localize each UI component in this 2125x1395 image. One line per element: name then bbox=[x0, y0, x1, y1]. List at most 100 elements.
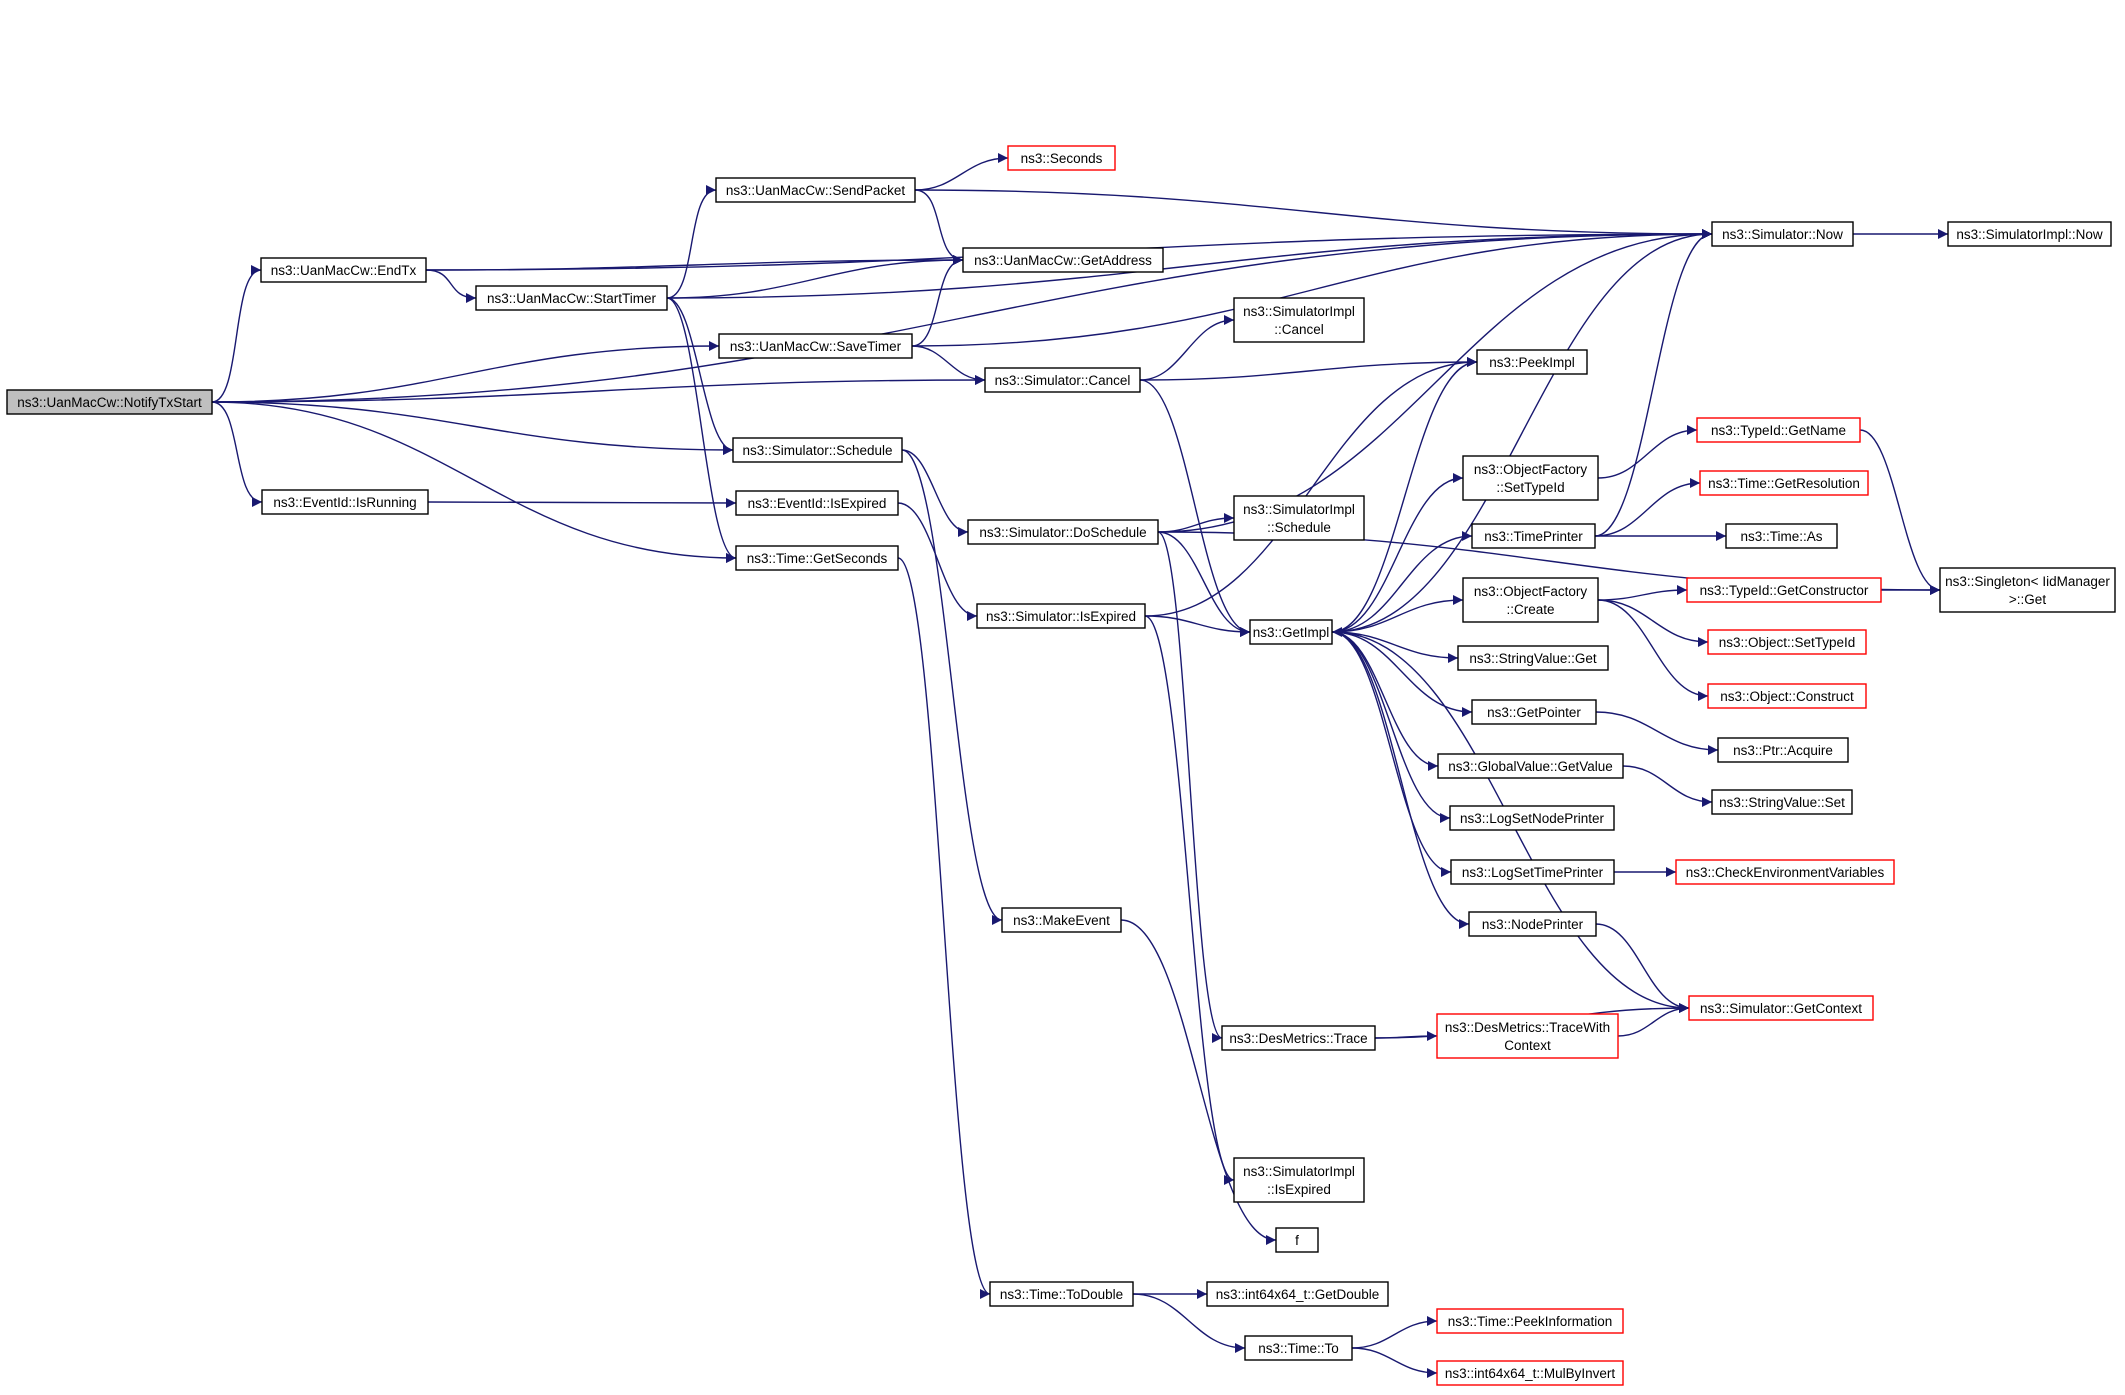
node-ofcreate[interactable]: ns3::ObjectFactory::Create bbox=[1462, 577, 1599, 623]
node-todouble[interactable]: ns3::Time::ToDouble bbox=[989, 1281, 1134, 1307]
edge-gvgetvalue-to-strset bbox=[1622, 765, 1713, 807]
node-label: ns3::Singleton< IidManager bbox=[1945, 574, 2110, 589]
node-isrunning[interactable]: ns3::EventId::IsRunning bbox=[261, 489, 429, 515]
edge-path bbox=[911, 229, 1713, 347]
node-label: ns3::Seconds bbox=[1021, 151, 1103, 166]
node-box bbox=[1939, 567, 2116, 613]
node-box bbox=[1468, 911, 1597, 937]
node-getpointer[interactable]: ns3::GetPointer bbox=[1471, 699, 1597, 725]
node-strset[interactable]: ns3::StringValue::Set bbox=[1711, 789, 1853, 815]
edge-timeprinter-to-simnow bbox=[1594, 229, 1713, 537]
node-logsettime[interactable]: ns3::LogSetTimePrinter bbox=[1450, 859, 1615, 885]
node-getseconds[interactable]: ns3::Time::GetSeconds bbox=[735, 545, 899, 571]
node-f[interactable]: f bbox=[1275, 1227, 1319, 1253]
edge-path bbox=[1331, 531, 1473, 633]
node-nodeprinter[interactable]: ns3::NodePrinter bbox=[1468, 911, 1597, 937]
edge-path bbox=[211, 401, 737, 563]
node-simnow[interactable]: ns3::Simulator::Now bbox=[1711, 221, 1854, 247]
node-sendpacket[interactable]: ns3::UanMacCw::SendPacket bbox=[715, 177, 916, 203]
node-box bbox=[1436, 1308, 1624, 1334]
node-box bbox=[1686, 577, 1882, 603]
edge-path bbox=[914, 189, 1713, 239]
node-label: ns3::UanMacCw::EndTx bbox=[271, 263, 417, 278]
node-peekimpl[interactable]: ns3::PeekImpl bbox=[1476, 349, 1588, 375]
node-starttimer[interactable]: ns3::UanMacCw::StartTimer bbox=[475, 285, 668, 311]
node-objsettypeid[interactable]: ns3::Object::SetTypeId bbox=[1707, 629, 1867, 655]
node-mulbyinvert[interactable]: ns3::int64x64_t::MulByInvert bbox=[1436, 1360, 1624, 1386]
node-timeto[interactable]: ns3::Time::To bbox=[1244, 1335, 1353, 1361]
node-label: ns3::Ptr::Acquire bbox=[1733, 743, 1833, 758]
node-label: ns3::ObjectFactory bbox=[1474, 584, 1588, 599]
node-endtx[interactable]: ns3::UanMacCw::EndTx bbox=[260, 257, 427, 283]
node-box bbox=[976, 603, 1146, 629]
node-ptracquire[interactable]: ns3::Ptr::Acquire bbox=[1717, 737, 1849, 763]
node-box bbox=[735, 490, 899, 516]
node-getcontext[interactable]: ns3::Simulator::GetContext bbox=[1688, 995, 1874, 1021]
node-makeevent[interactable]: ns3::MakeEvent bbox=[1001, 907, 1122, 933]
node-implcancel[interactable]: ns3::SimulatorImpl::Cancel bbox=[1233, 297, 1365, 343]
edge-sendpacket-to-simnow bbox=[914, 189, 1713, 239]
node-label: Context bbox=[1504, 1038, 1551, 1053]
node-gvgetvalue[interactable]: ns3::GlobalValue::GetValue bbox=[1437, 753, 1624, 779]
node-box bbox=[1717, 737, 1849, 763]
node-label: ::SetTypeId bbox=[1496, 480, 1564, 495]
node-isexpired[interactable]: ns3::EventId::IsExpired bbox=[735, 490, 899, 516]
node-timeprinter[interactable]: ns3::TimePrinter bbox=[1471, 523, 1596, 549]
node-getdouble[interactable]: ns3::int64x64_t::GetDouble bbox=[1206, 1281, 1389, 1307]
node-simisexpired[interactable]: ns3::Simulator::IsExpired bbox=[976, 603, 1146, 629]
node-cancel[interactable]: ns3::Simulator::Cancel bbox=[984, 367, 1141, 393]
node-objconstruct[interactable]: ns3::Object::Construct bbox=[1707, 683, 1867, 709]
node-label: ns3::Object::SetTypeId bbox=[1719, 635, 1856, 650]
node-box bbox=[1450, 859, 1615, 885]
node-implschedule[interactable]: ns3::SimulatorImpl::Schedule bbox=[1233, 495, 1365, 541]
node-getimpl[interactable]: ns3::GetImpl bbox=[1249, 619, 1333, 645]
node-label: ns3::LogSetTimePrinter bbox=[1462, 865, 1604, 880]
node-box bbox=[1437, 753, 1624, 779]
node-box bbox=[1249, 619, 1333, 645]
node-timeas[interactable]: ns3::Time::As bbox=[1725, 523, 1838, 549]
edge-path bbox=[1597, 585, 1688, 601]
node-getname[interactable]: ns3::TypeId::GetName bbox=[1696, 417, 1861, 443]
edge-simisexpired-to-peekimpl bbox=[1144, 357, 1478, 617]
node-seconds[interactable]: ns3::Seconds bbox=[1007, 145, 1116, 171]
node-box bbox=[984, 367, 1141, 393]
edge-todouble-to-timeto bbox=[1132, 1293, 1246, 1353]
edge-endtx-to-starttimer bbox=[425, 269, 477, 303]
node-getconstructor[interactable]: ns3::TypeId::GetConstructor bbox=[1686, 577, 1882, 603]
node-box bbox=[1233, 495, 1365, 541]
edge-sendpacket-to-seconds bbox=[914, 153, 1009, 191]
node-settypeid[interactable]: ns3::ObjectFactory::SetTypeId bbox=[1462, 455, 1599, 501]
edge-path bbox=[1617, 1003, 1690, 1037]
node-singleton[interactable]: ns3::Singleton< IidManager >::Get bbox=[1939, 567, 2116, 613]
edge-path bbox=[211, 341, 720, 403]
edge-simisexpired-to-getimpl bbox=[1144, 615, 1251, 637]
node-label: ns3::StringValue::Get bbox=[1469, 651, 1597, 666]
node-box bbox=[1449, 805, 1615, 831]
edge-getname-to-singleton bbox=[1859, 429, 1941, 595]
node-trace[interactable]: ns3::DesMetrics::Trace bbox=[1221, 1025, 1376, 1051]
node-label: ns3::Simulator::GetContext bbox=[1700, 1001, 1862, 1016]
node-doschedule[interactable]: ns3::Simulator::DoSchedule bbox=[967, 519, 1159, 545]
node-getresolution[interactable]: ns3::Time::GetResolution bbox=[1699, 470, 1869, 496]
node-label: ns3::SimulatorImpl bbox=[1243, 502, 1355, 517]
edge-path bbox=[666, 255, 964, 299]
edge-root-to-cancel bbox=[211, 375, 986, 403]
node-strget[interactable]: ns3::StringValue::Get bbox=[1457, 645, 1609, 671]
node-label: ns3::int64x64_t::MulByInvert bbox=[1445, 1366, 1616, 1381]
node-label: ns3::int64x64_t::GetDouble bbox=[1216, 1287, 1380, 1302]
node-schedule[interactable]: ns3::Simulator::Schedule bbox=[732, 437, 903, 463]
node-label: ns3::GetPointer bbox=[1487, 705, 1581, 720]
node-peekinfo[interactable]: ns3::Time::PeekInformation bbox=[1436, 1308, 1624, 1334]
edge-path bbox=[1144, 357, 1478, 617]
node-root[interactable]: ns3::UanMacCw::NotifyTxStart bbox=[6, 389, 213, 415]
node-checkenv[interactable]: ns3::CheckEnvironmentVariables bbox=[1675, 859, 1895, 885]
node-getaddress[interactable]: ns3::UanMacCw::GetAddress bbox=[962, 247, 1164, 273]
edge-schedule-to-doschedule bbox=[901, 449, 969, 537]
node-label: ns3::TimePrinter bbox=[1484, 529, 1583, 544]
node-logsetnode[interactable]: ns3::LogSetNodePrinter bbox=[1449, 805, 1615, 831]
node-implnow[interactable]: ns3::SimulatorImpl::Now bbox=[1947, 221, 2112, 247]
node-savetimer[interactable]: ns3::UanMacCw::SaveTimer bbox=[718, 333, 913, 359]
node-implisexpired[interactable]: ns3::SimulatorImpl::IsExpired bbox=[1233, 1157, 1365, 1203]
edge-getimpl-to-logsettime bbox=[1331, 631, 1452, 877]
